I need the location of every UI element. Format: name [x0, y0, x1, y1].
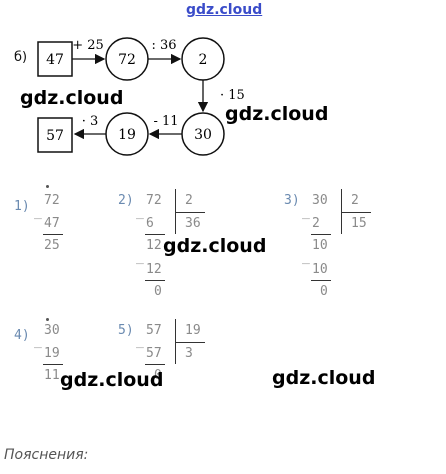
minus-sign: _ — [34, 334, 42, 349]
minus-sign: _ — [136, 334, 144, 349]
calc3-divisor: 2 — [351, 193, 359, 208]
diagram-label: б) — [14, 50, 28, 65]
calc2-r2: 0 — [154, 284, 162, 299]
calc3-s2: 10 — [312, 262, 328, 277]
carry-dot — [46, 185, 49, 188]
calc1-result: 25 — [44, 238, 60, 253]
node-72-value: 72 — [118, 52, 136, 68]
calc5-dividend: 57 — [146, 323, 162, 338]
calc5-divider-h — [175, 342, 205, 343]
calc5-divisor: 19 — [185, 323, 201, 338]
start-box — [37, 41, 73, 77]
calc2-s1: 6 — [146, 216, 154, 231]
carry-dot — [46, 318, 49, 321]
minus-sign: _ — [34, 205, 42, 220]
op-4: - 11 — [153, 114, 178, 129]
watermark: gdz.cloud — [163, 235, 267, 257]
calc5-divider — [175, 319, 176, 364]
calc2-divider — [175, 189, 176, 234]
calc5-r1: 0 — [154, 368, 162, 383]
watermark: gdz.cloud — [20, 87, 124, 109]
calc2-rule2 — [145, 280, 165, 281]
calc3-r1: 10 — [312, 238, 328, 253]
calc3-rule2 — [311, 280, 331, 281]
calc2-divider-h — [175, 212, 205, 213]
watermark-top: gdz.cloud — [186, 2, 263, 18]
start-value: 47 — [46, 52, 64, 68]
minus-sign: _ — [302, 250, 310, 265]
calc5-quotient: 3 — [185, 346, 193, 361]
minus-sign: _ — [136, 250, 144, 265]
calc3-s1: 2 — [312, 216, 320, 231]
calc3-divider-h — [341, 212, 371, 213]
calc5-s1: 57 — [146, 346, 162, 361]
minus-sign: _ — [302, 205, 310, 220]
calc1-label: 1) — [14, 199, 30, 214]
calc2-r1: 12 — [146, 238, 162, 253]
minus-sign: _ — [136, 205, 144, 220]
node-2-value: 2 — [199, 52, 208, 68]
end-value: 57 — [46, 128, 64, 144]
calc3-label: 3) — [284, 193, 300, 208]
calc2-quotient: 36 — [185, 216, 201, 231]
calc3-quotient: 15 — [351, 216, 367, 231]
calc4-a: 30 — [44, 323, 60, 338]
op-5: · 3 — [82, 114, 99, 129]
calc2-s2: 12 — [146, 262, 162, 277]
op-2: : 36 — [151, 38, 176, 53]
op-1: + 25 — [72, 38, 104, 53]
calc5-rule — [145, 364, 165, 365]
calc1-b: 47 — [44, 216, 60, 231]
node-19-value: 19 — [118, 127, 136, 143]
calc2-divisor: 2 — [185, 193, 193, 208]
calc4-rule — [43, 364, 63, 365]
calc3-rule — [311, 234, 331, 235]
watermark: gdz.cloud — [272, 367, 376, 389]
calc3-r2: 0 — [320, 284, 328, 299]
calc4-label: 4) — [14, 328, 30, 343]
calc1-rule — [43, 234, 63, 235]
calc2-label: 2) — [118, 193, 134, 208]
calc2-rule — [145, 234, 165, 235]
calc3-divider — [341, 189, 342, 234]
calc4-result: 11 — [44, 368, 60, 383]
watermark: gdz.cloud — [225, 103, 329, 125]
calc3-dividend: 30 — [312, 193, 328, 208]
calc2-dividend: 72 — [146, 193, 162, 208]
end-box — [37, 117, 73, 153]
calc4-b: 19 — [44, 346, 60, 361]
node-30-value: 30 — [194, 127, 212, 143]
flow-diagram: 47 72 2 30 19 57 + 25 : 36 · 15 - 11 · 3 — [37, 37, 245, 156]
calc5-label: 5) — [118, 323, 134, 338]
calc1-a: 72 — [44, 193, 60, 208]
footer-explanations: Пояснения: — [4, 447, 89, 463]
watermark: gdz.cloud — [60, 369, 164, 391]
op-3: · 15 — [220, 88, 245, 103]
